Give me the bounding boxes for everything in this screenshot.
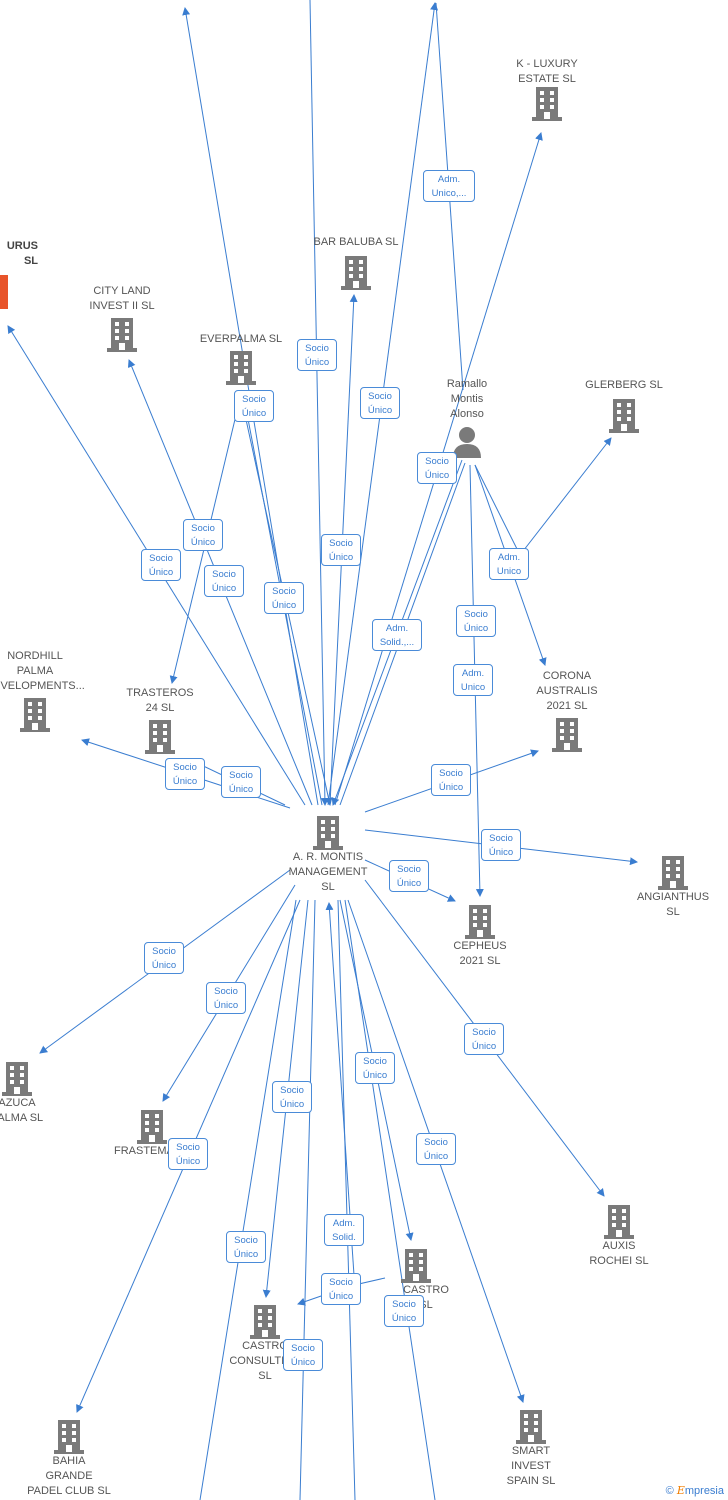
building-icon (20, 698, 50, 732)
node-glerberg[interactable]: GLERBERG SL (559, 378, 689, 433)
edge-tag-socio-unico[interactable]: Socio Único (321, 534, 361, 566)
edge-off-bottom-3 (337, 899, 356, 1500)
edge-tag-socio-unico[interactable]: Socio Único (456, 605, 496, 637)
building-icon (658, 856, 688, 890)
building-icon (0, 275, 8, 309)
edge-from-top (309, 0, 329, 806)
node-label: FRASTEMA (114, 1145, 174, 1157)
building-icon (401, 1249, 431, 1283)
node-label: ANGIANTHUS SL (636, 891, 710, 918)
edge-tag-socio-unico[interactable]: Socio Único (226, 1231, 266, 1263)
edge-tag-socio-unico[interactable]: Socio Único (417, 452, 457, 484)
edge-tag-adm-solid[interactable]: Adm. Solid. (324, 1214, 364, 1246)
edge-tag-socio-unico[interactable]: Socio Único (360, 387, 400, 419)
node-cepheus[interactable]: CEPHEUS 2021 SL (415, 905, 545, 969)
node-label: Ramallo Montis Alonso (446, 378, 488, 420)
node-bahia[interactable]: BAHIA GRANDE PADEL CLUB SL (4, 1420, 134, 1499)
building-icon (2, 1062, 32, 1096)
node-label: TRASTEROS 24 SL (126, 687, 194, 714)
node-castro-consulting[interactable]: CASTRO CONSULTING SL (200, 1305, 330, 1384)
node-nordhill[interactable]: NORDHILL PALMA DEVELOPMENTS... (0, 649, 100, 732)
edge-tag-socio-unico[interactable]: Socio Único (431, 764, 471, 796)
edge-tag-socio-unico[interactable]: Socio Único (384, 1295, 424, 1327)
node-label: URUS SL (6, 240, 38, 267)
edge-off-bottom-1 (199, 899, 297, 1500)
node-angianthus[interactable]: ANGIANTHUS SL (608, 856, 728, 920)
node-label: CASTRO CONSULTING SL (229, 1340, 301, 1382)
edge-tag-socio-unico[interactable]: Socio Único (272, 1081, 312, 1113)
node-azuca[interactable]: AZUCA PALMA SL (0, 1062, 82, 1126)
edge-tag-socio-unico[interactable]: Socio Único (481, 829, 521, 861)
building-icon (552, 718, 582, 752)
building-icon (107, 318, 137, 352)
node-k-luxury[interactable]: K - LUXURY ESTATE SL (482, 57, 612, 121)
node-label: AUXIS ROCHEI SL (589, 1240, 649, 1267)
building-icon (226, 351, 256, 385)
edge-tag-socio-unico[interactable]: Socio Único (168, 1138, 208, 1170)
node-label: CITY LAND INVEST II SL (89, 285, 155, 312)
node-rurus[interactable]: URUS SL (0, 239, 38, 309)
edge-tag-socio-unico[interactable]: Socio Único (144, 942, 184, 974)
edge-off-bottom-2 (299, 899, 316, 1500)
node-label: CEPHEUS 2021 SL (453, 940, 507, 967)
edge-tag-socio-unico[interactable]: Socio Único (234, 390, 274, 422)
node-smart[interactable]: SMART INVEST SPAIN SL (466, 1410, 596, 1489)
building-icon (465, 905, 495, 939)
node-label: CORONA AUSTRALIS 2021 SL (536, 670, 598, 712)
node-label: K - LUXURY ESTATE SL (516, 58, 578, 85)
edge-tag-socio-unico[interactable]: Socio Único (464, 1023, 504, 1055)
node-label: A. R. MONTIS MANAGEMENT SL (288, 851, 368, 893)
edge-off-bottom-4 (344, 899, 436, 1500)
building-icon (54, 1420, 84, 1454)
edge-tag-socio-unico[interactable]: Socio Único (264, 582, 304, 614)
edge-tag-socio-unico[interactable]: Socio Único (355, 1052, 395, 1084)
brand-initial: E (676, 1484, 685, 1497)
node-auxis[interactable]: AUXIS ROCHEI SL (554, 1205, 684, 1269)
building-icon (137, 1110, 167, 1144)
node-label: EVERPALMA SL (199, 333, 283, 345)
edge-tag-socio-unico[interactable]: Socio Único (183, 519, 223, 551)
edge-tag-socio-unico[interactable]: Socio Único (389, 860, 429, 892)
edge-tag-socio-unico[interactable]: Socio Único (165, 758, 205, 790)
edge-tag-adm-unico[interactable]: Adm. Unico (489, 548, 529, 580)
edge-tag-socio-unico[interactable]: Socio Único (297, 339, 337, 371)
building-icon (604, 1205, 634, 1239)
node-label: GLERBERG SL (585, 379, 663, 391)
node-frastema[interactable]: FRASTEMA (87, 1110, 217, 1159)
node-label: NORDHILL PALMA DEVELOPMENTS... (0, 650, 85, 692)
edge-tag-adm-solid[interactable]: Adm. Solid.,... (372, 619, 422, 651)
node-everpalma[interactable]: EVERPALMA SL (176, 332, 306, 385)
edge-tag-socio-unico[interactable]: Socio Único (221, 766, 261, 798)
edge-tag-socio-unico[interactable]: Socio Único (283, 1339, 323, 1371)
empresia-watermark: © Empresia (666, 1484, 724, 1497)
edge-tag-adm-unico[interactable]: Adm. Unico (453, 664, 493, 696)
node-label: AZUCA PALMA SL (0, 1097, 44, 1124)
node-trasteros[interactable]: TRASTEROS 24 SL (95, 686, 225, 754)
node-label: BAR BALUBA SL (313, 236, 399, 248)
edge-tag-socio-unico[interactable]: Socio Único (416, 1133, 456, 1165)
building-icon (145, 720, 175, 754)
node-label: BAHIA GRANDE PADEL CLUB SL (27, 1455, 111, 1497)
node-label: SMART INVEST SPAIN SL (506, 1445, 556, 1487)
building-icon (532, 87, 562, 121)
node-center[interactable]: A. R. MONTIS MANAGEMENT SL (263, 816, 393, 895)
brand-text: mpresia (684, 1485, 724, 1497)
node-city-land[interactable]: CITY LAND INVEST II SL (57, 284, 187, 352)
node-ramallo[interactable]: Ramallo Montis Alonso (402, 377, 532, 458)
person-icon (453, 427, 481, 458)
building-icon (609, 399, 639, 433)
edge-tag-adm-unico[interactable]: Adm. Unico,... (423, 170, 475, 202)
building-icon (313, 816, 343, 850)
node-bar-baluba[interactable]: BAR BALUBA SL (291, 235, 421, 290)
building-icon (250, 1305, 280, 1339)
edge-tag-socio-unico[interactable]: Socio Único (206, 982, 246, 1014)
edge-tag-socio-unico[interactable]: Socio Único (141, 549, 181, 581)
building-icon (516, 1410, 546, 1444)
edge-tag-socio-unico[interactable]: Socio Único (321, 1273, 361, 1305)
copyright-symbol: © (665, 1485, 674, 1497)
edge-tag-socio-unico[interactable]: Socio Único (204, 565, 244, 597)
building-icon (341, 256, 371, 290)
node-corona[interactable]: CORONA AUSTRALIS 2021 SL (502, 669, 632, 752)
